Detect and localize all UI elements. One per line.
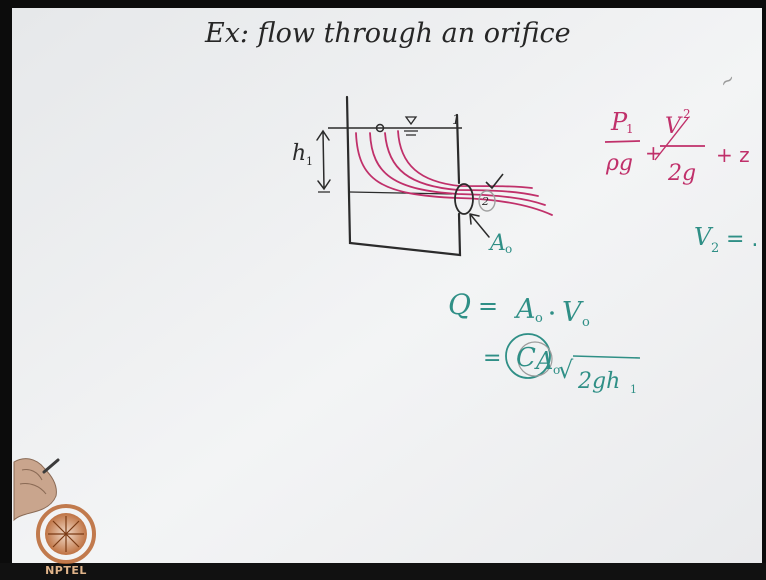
streamline-2	[369, 132, 546, 206]
point-2-label: 2	[481, 195, 489, 208]
v2-eq: = .	[726, 227, 758, 252]
orifice-label: A o	[488, 231, 512, 256]
orifice-label-A: A	[488, 231, 506, 256]
bern-two-g: 2g	[667, 161, 696, 186]
height-arrow	[316, 129, 331, 191]
eq2-C: C	[516, 343, 536, 373]
eq1-A-sub: o	[535, 311, 543, 326]
eq1-equals: =	[478, 292, 498, 320]
orifice-pointer-arrow	[469, 213, 490, 238]
eq2-equals: =	[483, 346, 501, 371]
hand-shape	[13, 458, 57, 522]
bern-p-term: P	[610, 108, 628, 136]
equation-line-1: Q = A o V o	[448, 288, 590, 330]
height-label-h: h	[292, 141, 306, 166]
v2-sub: 2	[711, 241, 719, 256]
bern-rho-g: ρg	[605, 151, 633, 176]
bern-v-term: V	[665, 114, 683, 139]
discharge-equations: Q = A o V o = C A o √ 2gh 1	[448, 288, 641, 396]
eq2-A: A	[534, 347, 553, 375]
eq2-A-sub: o	[553, 363, 560, 377]
surface-point-marker	[375, 123, 385, 133]
hand-fingers	[19, 469, 47, 495]
point-1-label: 1	[452, 113, 460, 128]
board-title: Ex: flow through an orifice	[204, 18, 571, 49]
eq1-V-sub: o	[582, 315, 590, 330]
streamline-1	[355, 132, 553, 216]
streamline-3	[384, 132, 539, 197]
orifice-circle	[454, 183, 474, 215]
logo-text: NPTEL	[45, 564, 87, 577]
bern-strike	[654, 117, 689, 161]
orifice-label-sub: o	[505, 242, 512, 256]
datum-line	[318, 191, 453, 195]
bern-tail: + z	[716, 143, 750, 167]
coefficient-highlight-circle-inner	[517, 341, 553, 377]
surface-triangle-symbol	[404, 116, 418, 136]
bern-fraction-bar-1	[604, 140, 641, 143]
eq2-sqrt: √	[558, 356, 574, 384]
eq1-Q: Q	[448, 288, 471, 321]
bern-plus-1: +	[645, 141, 662, 165]
v2-label: V	[694, 223, 714, 251]
bernoulli-equation: P 1 ρg + V 2 2g + z ~ V 2 = .	[604, 68, 758, 256]
eq2-radicand: 2gh	[577, 369, 620, 394]
title-text: Ex: flow through an orifice	[204, 18, 571, 49]
coefficient-highlight-circle	[505, 333, 551, 379]
eq2-radicand-sub: 1	[630, 383, 637, 396]
eq2-sqrt-bar	[572, 355, 641, 359]
logo-spokes	[48, 516, 84, 552]
check-mark	[485, 173, 504, 190]
equation-line-2: = C A o √ 2gh 1	[483, 333, 641, 396]
nptel-logo: NPTEL	[36, 504, 96, 577]
bern-p-sub: 1	[626, 122, 634, 136]
height-label: h 1	[292, 141, 313, 168]
height-label-sub: 1	[306, 155, 313, 168]
marker-pen	[42, 458, 60, 474]
eq1-dot	[550, 311, 554, 315]
tank-diagram: h 1 1 2 A o	[292, 95, 553, 257]
bern-v-sup: 2	[683, 107, 691, 121]
vena-contracta-circle	[478, 190, 496, 212]
board-bottom-edge	[0, 563, 766, 580]
presenter-hand	[13, 458, 60, 522]
v2-expression: V 2 = .	[694, 223, 758, 256]
tank-walls	[345, 95, 462, 257]
logo-outer-ring	[36, 504, 96, 564]
eq1-A: A	[513, 294, 536, 325]
eq1-V: V	[562, 297, 584, 328]
board-surface	[12, 8, 762, 563]
